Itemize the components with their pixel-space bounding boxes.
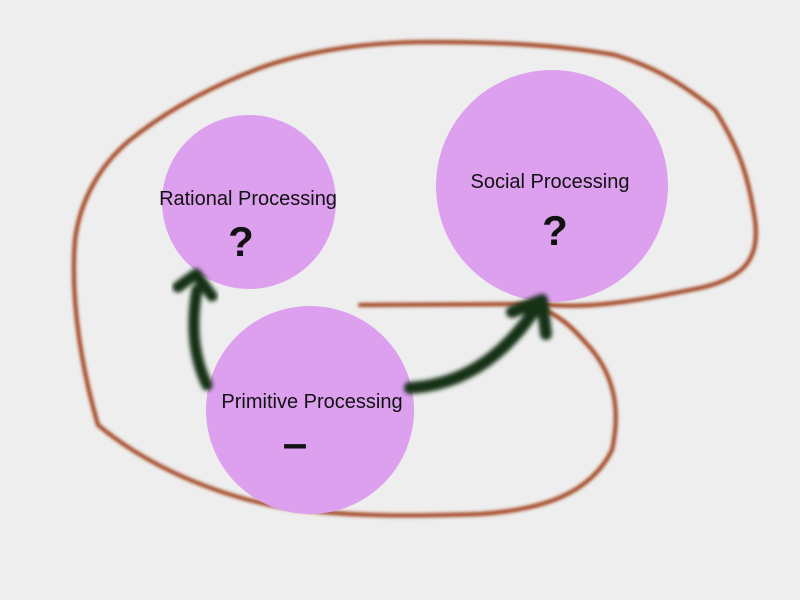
rational-node-circle: [162, 115, 336, 289]
social-node-circle: [436, 70, 668, 302]
arrow-primitive-to-rational: [172, 268, 218, 391]
primitive-node-circle: [206, 306, 414, 514]
brain-outline: [71, 40, 758, 518]
arrow-primitive-to-social: [404, 294, 552, 394]
social-node-label: Social Processing: [471, 171, 630, 193]
rational-node-symbol: ?: [228, 218, 254, 265]
rational-node-label: Rational Processing: [159, 188, 337, 210]
primitive-node-label: Primitive Processing: [221, 391, 402, 413]
social-node-symbol: ?: [542, 207, 568, 254]
primitive-node-symbol: –: [283, 419, 307, 468]
